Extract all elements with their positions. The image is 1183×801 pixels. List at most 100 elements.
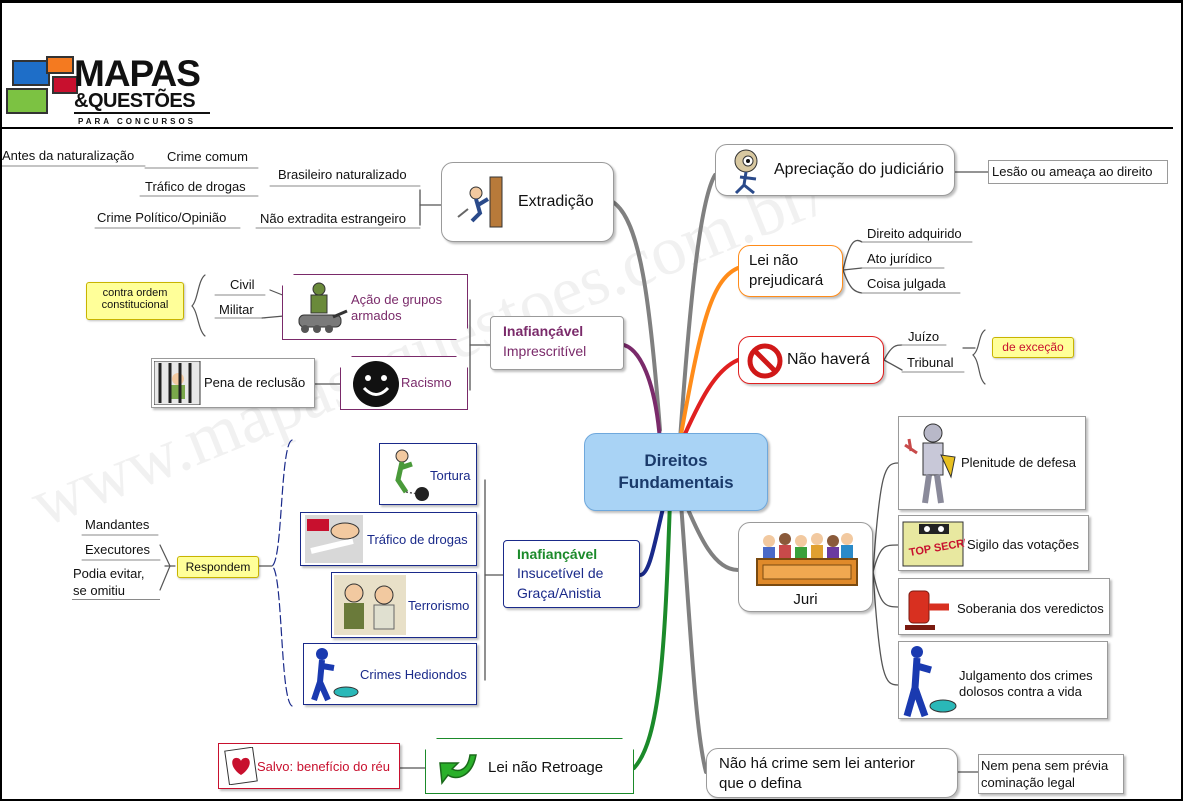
- nao-ha-crime-line1: Não há crime sem lei anterior: [719, 755, 915, 772]
- lei-nao-retroage-node[interactable]: Lei não Retroage: [425, 738, 634, 794]
- note-line1: contra ordem: [102, 287, 168, 299]
- nao-havera-title: Não haverá: [787, 351, 870, 368]
- lesao-label: Lesão ou ameaça ao direito: [992, 164, 1153, 179]
- respondem-item-0: Mandantes: [85, 517, 150, 532]
- inafiancavel2-line1: Inafiançável: [517, 546, 598, 562]
- racismo-node[interactable]: Racismo: [340, 356, 468, 410]
- estrangeiro-detail: Crime Político/Opinião: [97, 210, 227, 225]
- inafiancavel2-line3: Graça/Anistia: [517, 585, 602, 601]
- lei-nao-retroage-title: Lei não Retroage: [488, 759, 604, 776]
- center-node[interactable]: Direitos Fundamentais: [584, 433, 768, 511]
- drug-trafficking-icon: [305, 515, 363, 563]
- torture-ball-chain-icon: [395, 449, 429, 501]
- apreciacao-node[interactable]: Apreciação do judiciário: [715, 144, 955, 196]
- grupos-line1: Ação de grupos: [351, 292, 443, 307]
- julgamento-crimes-node[interactable]: Julgamento dos crimes dolosos contra a v…: [898, 641, 1108, 719]
- branch-inafiancavel2: [638, 498, 667, 577]
- inafiancavel-imprescritivel-node[interactable]: Inafiançável Imprescritível: [490, 316, 624, 370]
- lei-nao-prejudicara-node[interactable]: Lei não prejudicará: [738, 245, 843, 297]
- logo-square-blue: [12, 60, 50, 86]
- nem-pena-line2: cominação legal: [981, 775, 1075, 790]
- prejudicara-line2: prejudicará: [749, 272, 824, 289]
- salvo-beneficio-node[interactable]: Salvo: benefício do réu: [218, 743, 400, 789]
- nao-havera-item-0: Juízo: [908, 329, 940, 344]
- terrorismo-label: Terrorismo: [408, 598, 470, 613]
- crime-victim-icon: [311, 648, 359, 702]
- green-back-arrow-icon: [436, 747, 482, 787]
- logo: MAPAS &QUESTÕES PARA CONCURSOS: [6, 55, 216, 128]
- plenitude-defesa-node[interactable]: Plenitude de defesa: [898, 416, 1086, 510]
- tank-soldier-icon: [293, 279, 349, 337]
- note-line2: constitucional: [101, 299, 169, 311]
- inafiancavel-insucetivel-node[interactable]: Inafiançável Insucetível de Graça/Anisti…: [503, 540, 640, 608]
- grupos-item-militar: Militar: [219, 302, 254, 317]
- center-line1: Direitos: [644, 451, 708, 470]
- nem-pena-line1: Nem pena sem prévia: [981, 758, 1109, 773]
- tortura-node[interactable]: Tortura: [379, 443, 477, 505]
- extradicao-item-0: Brasileiro naturalizado: [278, 167, 407, 182]
- terrorism-icon: [334, 575, 406, 635]
- podia-line2: se omitiu: [73, 583, 126, 598]
- sigilo-votacoes-node[interactable]: TOP SECRET Sigilo das votações: [898, 515, 1089, 571]
- crimes-hediondos-node[interactable]: Crimes Hediondos: [303, 643, 477, 705]
- brasileiro-item-1: Tráfico de drogas: [145, 179, 246, 194]
- crime-victim-icon: [903, 646, 957, 718]
- extradicao-title: Extradição: [518, 193, 594, 210]
- gavel-icon: [905, 590, 949, 630]
- apreciacao-title: Apreciação do judiciário: [774, 161, 944, 178]
- prejudicara-item-2: Coisa julgada: [867, 276, 946, 291]
- heart-card-icon: [224, 747, 258, 785]
- soberania-label: Soberania dos veredictos: [957, 601, 1104, 616]
- juri-node[interactable]: Juri: [738, 522, 873, 612]
- pena-label: Pena de reclusão: [204, 375, 306, 390]
- logo-line3: PARA CONCURSOS: [78, 117, 197, 126]
- julgamento-line2: dolosos contra a vida: [959, 684, 1082, 699]
- soberania-veredictos-node[interactable]: Soberania dos veredictos: [898, 578, 1110, 635]
- eye-observer-icon: [734, 149, 758, 195]
- nem-pena-node[interactable]: Nem pena sem prévia cominação legal: [978, 754, 1124, 794]
- de-excecao-note: de exceção: [992, 337, 1074, 358]
- top-secret-icon: TOP SECRET: [902, 521, 965, 567]
- contra-ordem-note: contra ordem constitucional: [86, 282, 184, 320]
- knight-armor-icon: [904, 423, 956, 504]
- grupos-line2: armados: [351, 308, 402, 323]
- grupos-item-civil: Civil: [230, 277, 255, 292]
- header-rule: [0, 127, 1173, 129]
- extradition-door-icon: [457, 176, 503, 228]
- logo-square-red: [52, 76, 78, 94]
- nao-havera-node[interactable]: Não haverá: [738, 336, 884, 384]
- smiley-icon: [351, 359, 401, 409]
- respondem-item-1: Executores: [85, 542, 151, 557]
- logo-square-green: [6, 88, 48, 114]
- logo-line2: &QUESTÕES: [74, 90, 196, 112]
- logo-square-orange: [46, 56, 74, 74]
- branch-extradicao: [611, 200, 662, 432]
- branch-nao-havera: [678, 358, 740, 447]
- lesao-ameaca-node[interactable]: Lesão ou ameaça ao direito: [988, 160, 1168, 184]
- salvo-label: Salvo: benefício do réu: [257, 759, 390, 774]
- prohibited-icon: [747, 343, 783, 379]
- branch-lei-nao-retroage: [632, 498, 672, 770]
- acao-grupos-node[interactable]: Ação de grupos armados: [282, 274, 468, 340]
- inafiancavel1-line2: Imprescritível: [503, 343, 587, 359]
- prison-bars-icon: [154, 361, 201, 405]
- sigilo-label: Sigilo das votações: [967, 537, 1080, 552]
- branch-lei-nao-prejudicara: [678, 266, 740, 442]
- trafico-label: Tráfico de drogas: [367, 532, 468, 547]
- tortura-label: Tortura: [430, 468, 471, 483]
- pena-reclusao-node[interactable]: Pena de reclusão: [151, 358, 315, 408]
- extradicao-node[interactable]: Extradição: [441, 162, 614, 242]
- prejudicara-item-0: Direito adquirido: [867, 226, 962, 241]
- extradicao-item-1: Não extradita estrangeiro: [260, 211, 406, 226]
- respondem-note: Respondem: [177, 556, 259, 578]
- julgamento-line1: Julgamento dos crimes: [959, 668, 1093, 683]
- inafiancavel2-line2: Insucetível de: [517, 565, 604, 581]
- terrorismo-node[interactable]: Terrorismo: [331, 572, 477, 638]
- nao-ha-crime-node[interactable]: Não há crime sem lei anterior que o defi…: [706, 748, 958, 798]
- brasileiro-item-0: Crime comum: [167, 149, 248, 164]
- trafico-node[interactable]: Tráfico de drogas: [300, 512, 477, 566]
- branch-apreciacao: [678, 173, 717, 442]
- racismo-label: Racismo: [401, 375, 452, 390]
